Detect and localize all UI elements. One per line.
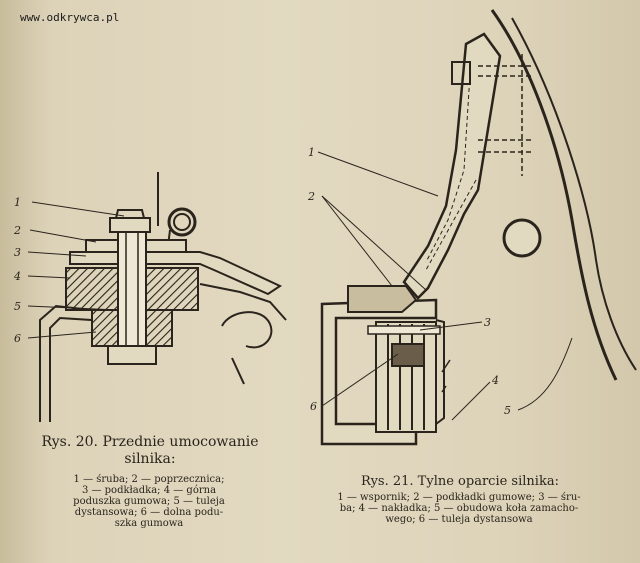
- fig20-label-6: 6: [14, 332, 21, 345]
- fig20-label-5: 5: [14, 300, 21, 313]
- fig21-label-6: 6: [310, 400, 317, 413]
- figure-20-legend-line: 1 — śruba; 2 — poprzecznica;: [73, 474, 225, 485]
- fig21-label-4: 4: [491, 374, 499, 387]
- fig20-label-1: 1: [14, 196, 21, 209]
- figure-21-legend-line: wego; 6 — tuleja dystansowa: [385, 514, 533, 525]
- figure-20-caption-line-2: silnika:: [124, 451, 176, 467]
- figure-20-caption-title: Rys. 20. Przednie umocowanie silnika:: [20, 434, 280, 468]
- figure-20-drawing: 1 2 3 4 5 6: [13, 172, 287, 422]
- figure-20-caption-line-1: Rys. 20. Przednie umocowanie: [41, 434, 259, 450]
- figure-21-legend: 1 — wspornik; 2 — podkładki gumowe; 3 — …: [294, 492, 624, 525]
- figure-20-legend: 1 — śruba; 2 — poprzecznica; 3 — podkład…: [24, 474, 274, 529]
- fig20-label-4: 4: [13, 270, 21, 283]
- figure-20-legend-line: dystansowa; 6 — dolna podu-: [74, 507, 224, 518]
- figure-20-legend-line: szka gumowa: [114, 518, 184, 529]
- fig21-label-2: 2: [307, 190, 315, 203]
- figure-21-drawing: 1 2 3 4 5 6: [307, 9, 637, 446]
- watermark-text: www.odkrywca.pl: [20, 11, 120, 24]
- figure-21-caption-title: Rys. 21. Tylne oparcie silnika:: [361, 474, 559, 489]
- fig20-label-2: 2: [13, 224, 21, 237]
- figure-21-legend-line: 1 — wspornik; 2 — podkładki gumowe; 3 — …: [337, 492, 581, 503]
- fig20-label-3: 3: [14, 246, 21, 259]
- figure-21-legend-line: ba; 4 — nakładka; 5 — obudowa koła zamac…: [339, 503, 579, 514]
- fig21-label-5: 5: [504, 404, 511, 417]
- figure-20-legend-line: 3 — podkładka; 4 — górna: [81, 485, 217, 496]
- fig21-label-3: 3: [484, 316, 491, 329]
- figure-20-legend-line: poduszka gumowa; 5 — tuleja: [73, 496, 225, 507]
- fig21-label-1: 1: [308, 146, 315, 159]
